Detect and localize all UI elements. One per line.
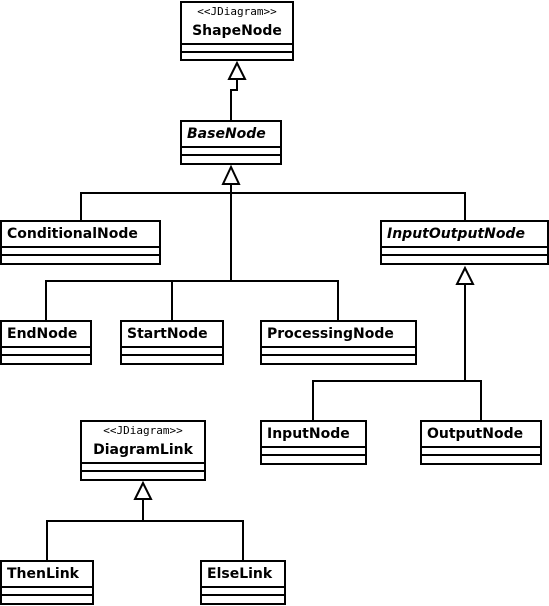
operation-divider	[82, 470, 204, 472]
operation-divider	[182, 154, 280, 156]
class-name: DiagramLink	[93, 442, 193, 458]
inheritance-arrowhead	[133, 480, 153, 500]
class-name: InputOutputNode	[387, 226, 525, 242]
attribute-divider	[2, 246, 159, 248]
inheritance-arrowhead	[455, 265, 475, 285]
edge-conditionalnode-basenode	[80, 192, 231, 221]
operation-divider	[182, 51, 292, 53]
class-name: ConditionalNode	[7, 226, 138, 242]
operation-divider	[382, 254, 547, 256]
attribute-divider	[82, 462, 204, 464]
class-inputoutputnode[interactable]: InputOutputNode	[380, 220, 549, 265]
operation-divider	[2, 354, 90, 356]
class-name: ProcessingNode	[267, 326, 394, 342]
class-name: BaseNode	[187, 126, 266, 142]
edge-endnode-basenode	[45, 280, 231, 321]
edge-inputoutputnode-basenode	[231, 192, 466, 221]
stereotype-label: <<JDiagram>>	[197, 5, 277, 18]
class-name: OutputNode	[427, 426, 524, 442]
edge-processingnode-basenode	[231, 280, 339, 321]
attribute-divider	[422, 446, 540, 448]
attribute-divider	[182, 146, 280, 148]
class-endnode[interactable]: EndNode	[0, 320, 92, 365]
class-startnode[interactable]: StartNode	[120, 320, 224, 365]
class-name: ShapeNode	[192, 23, 282, 39]
class-inputnode[interactable]: InputNode	[260, 420, 367, 465]
class-name: ElseLink	[207, 566, 273, 582]
attribute-divider	[122, 346, 222, 348]
inheritance-arrowhead	[221, 164, 241, 185]
class-shapenode[interactable]: <<JDiagram>> ShapeNode	[180, 1, 294, 61]
attribute-divider	[262, 446, 365, 448]
operation-divider	[202, 594, 284, 596]
inheritance-arrowhead	[227, 60, 247, 80]
operation-divider	[262, 354, 415, 356]
edge-elselink-diagramlink	[143, 520, 244, 561]
edge-outputnode-inputoutputnode	[465, 380, 482, 421]
attribute-divider	[382, 246, 547, 248]
class-thenlink[interactable]: ThenLink	[0, 560, 94, 605]
class-conditionalnode[interactable]: ConditionalNode	[0, 220, 161, 265]
attribute-divider	[2, 586, 92, 588]
operation-divider	[2, 594, 92, 596]
attribute-divider	[182, 43, 292, 45]
operation-divider	[262, 454, 365, 456]
attribute-divider	[2, 346, 90, 348]
class-basenode[interactable]: BaseNode	[180, 120, 282, 165]
class-elselink[interactable]: ElseLink	[200, 560, 286, 605]
attribute-divider	[202, 586, 284, 588]
class-outputnode[interactable]: OutputNode	[420, 420, 542, 465]
operation-divider	[122, 354, 222, 356]
edge-inputnode-inputoutputnode	[312, 380, 465, 421]
operation-divider	[2, 254, 159, 256]
class-diagramlink[interactable]: <<JDiagram>> DiagramLink	[80, 420, 206, 481]
class-name: InputNode	[267, 426, 350, 442]
class-processingnode[interactable]: ProcessingNode	[260, 320, 417, 365]
class-name: StartNode	[127, 326, 208, 342]
operation-divider	[422, 454, 540, 456]
edge-thenlink-diagramlink	[46, 520, 143, 561]
class-name: EndNode	[7, 326, 78, 342]
edge-basenode-shapenode	[230, 79, 238, 121]
stereotype-label: <<JDiagram>>	[103, 424, 183, 437]
attribute-divider	[262, 346, 415, 348]
class-name: ThenLink	[7, 566, 79, 582]
